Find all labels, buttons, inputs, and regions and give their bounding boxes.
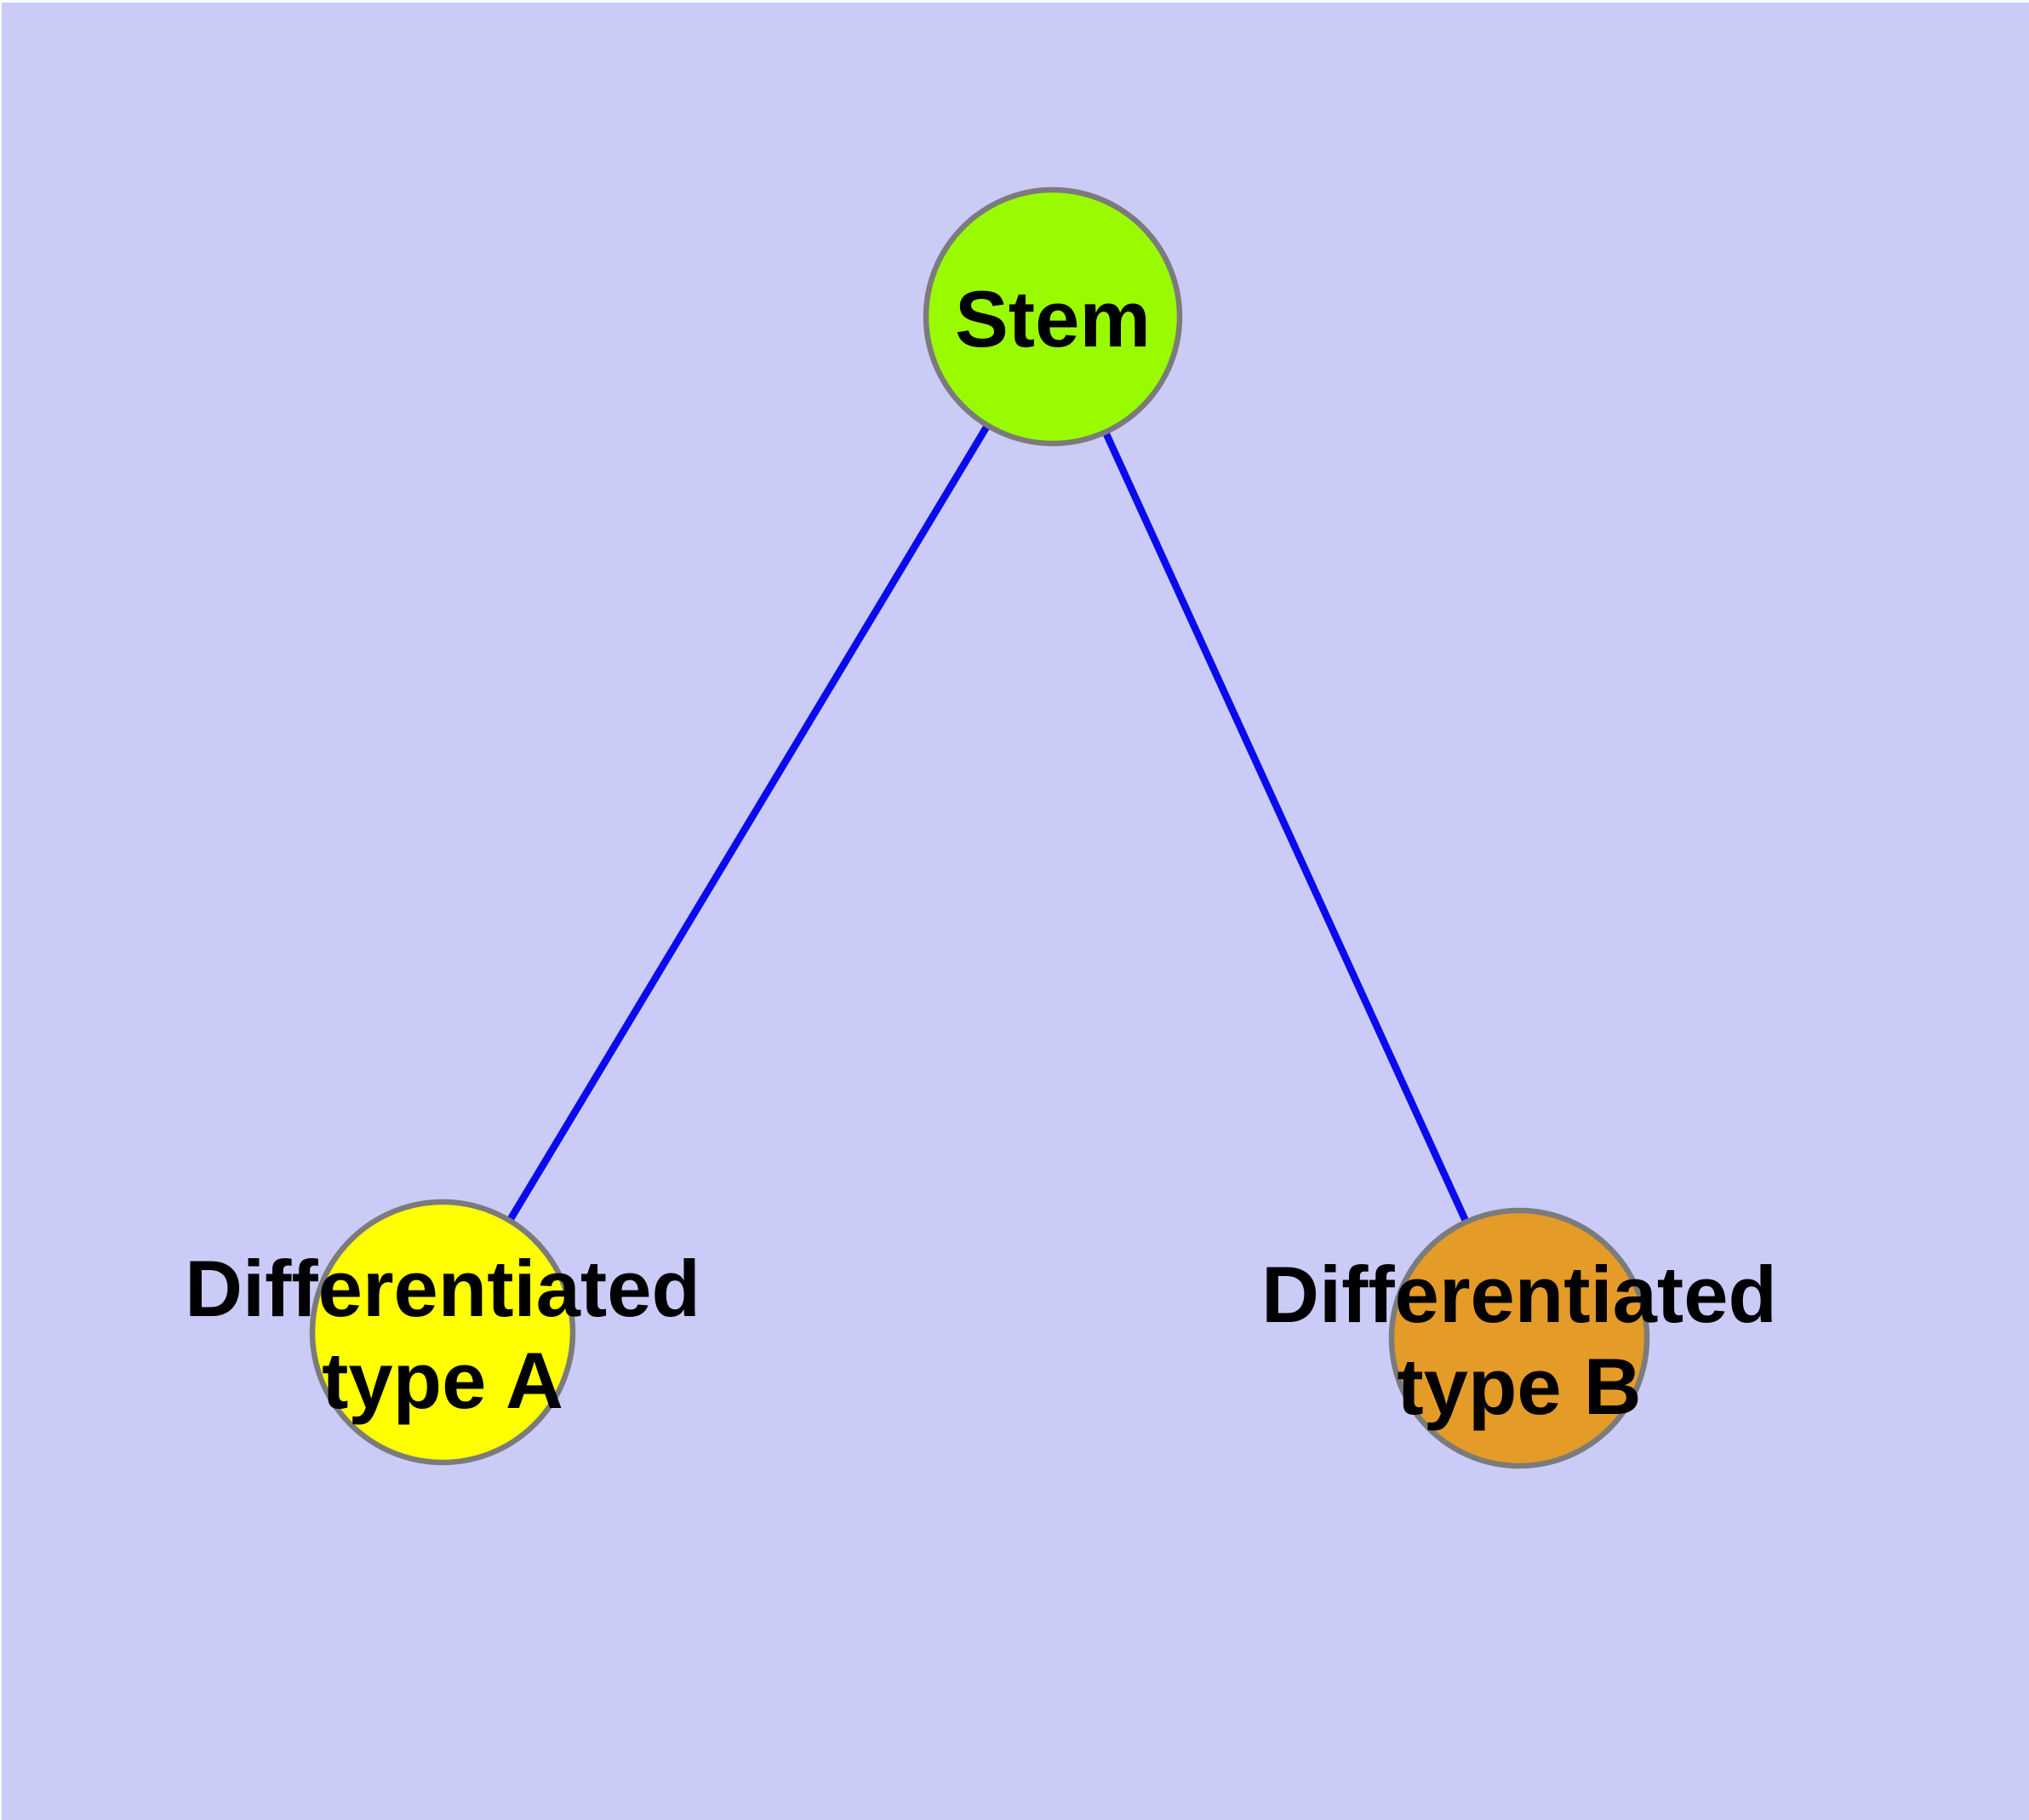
graph-node-stem	[923, 186, 1183, 447]
graph-edge-stem-typeA	[506, 423, 991, 1223]
node-label-line: Stem	[955, 274, 1151, 363]
graph-edge-stem-typeB	[1102, 430, 1470, 1224]
node-label-line: Differentiated	[185, 1244, 700, 1333]
graph-node-typeA	[309, 1199, 576, 1466]
node-label-line: type B	[1397, 1342, 1641, 1431]
node-label-line: Differentiated	[1261, 1250, 1777, 1339]
graph-node-typeB	[1388, 1207, 1650, 1469]
node-label-line: type A	[322, 1336, 563, 1425]
node-label-stem: Stem	[955, 274, 1151, 363]
